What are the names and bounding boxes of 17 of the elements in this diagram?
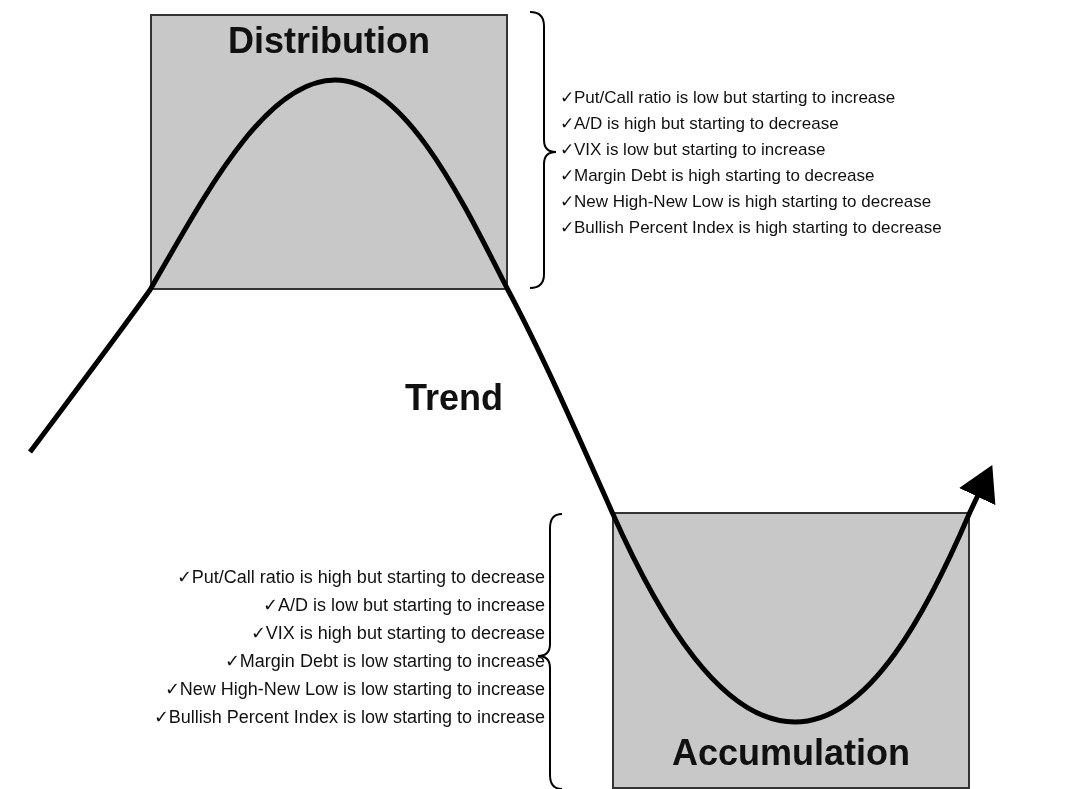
checklist-item: ✓Bullish Percent Index is high starting to decrease: [560, 217, 942, 239]
box-title: Distribution: [227, 20, 431, 62]
checklist-item: ✓New High-New Low is high starting to decrease: [560, 191, 932, 213]
checklist-item: ✓New High-New Low is low starting to increase: [164, 678, 545, 700]
checklist-item: ✓VIX is low but starting to increase: [560, 139, 826, 161]
checklist-item: ✓Put/Call ratio is high but starting to decrease: [176, 566, 545, 588]
checklist-item: ✓A/D is low but starting to increase: [262, 594, 545, 616]
checklist-item: ✓Margin Debt is high starting to decrease: [560, 165, 875, 187]
checklist-item: ✓Bullish Percent Index is low starting to increase: [153, 706, 545, 728]
trend-label: Trend: [405, 377, 503, 419]
shaded-box: [150, 14, 508, 290]
box-title: Accumulation: [671, 732, 911, 774]
checklist-item: ✓Margin Debt is low starting to increase: [224, 650, 545, 672]
checklist-item: ✓A/D is high but starting to decrease: [560, 113, 839, 135]
shaded-box: [612, 512, 970, 789]
checklist-item: ✓Put/Call ratio is low but starting to increase: [560, 87, 896, 109]
checklist-item: ✓VIX is high but starting to decrease: [250, 622, 545, 644]
